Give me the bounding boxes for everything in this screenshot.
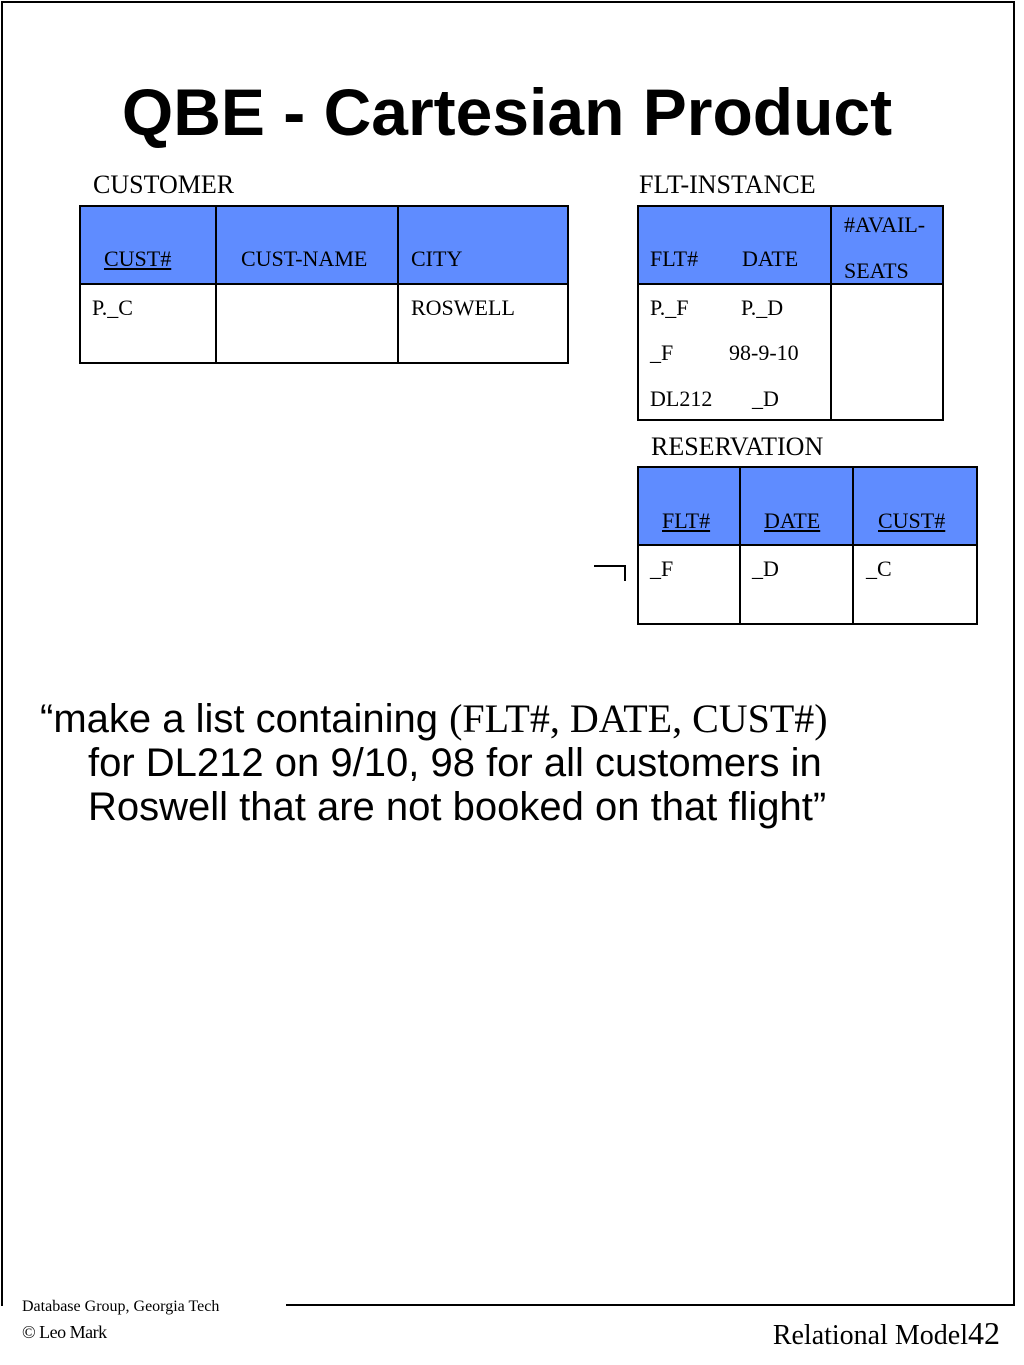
slide-frame-tick — [1, 1290, 3, 1304]
flt-instance-col-border — [637, 205, 639, 421]
customer-cell-custno: P._C — [92, 295, 133, 320]
customer-col-border — [215, 205, 217, 364]
flt-instance-cell: P._F — [650, 295, 689, 320]
flt-instance-top-border — [638, 205, 944, 207]
customer-header-border — [80, 283, 569, 285]
query-description: “make a list containing (FLT#, DATE, CUS… — [40, 696, 1000, 830]
flt-instance-table-name: FLT-INSTANCE — [639, 170, 816, 199]
flt-instance-cell: _F — [650, 340, 674, 365]
flt-instance-header-border — [638, 283, 944, 285]
flt-instance-header-fltno: FLT# — [650, 246, 699, 271]
footer-author: © Leo Mark — [22, 1322, 107, 1342]
reservation-cell-date: _D — [752, 556, 779, 581]
flt-instance-bottom-border — [638, 419, 944, 421]
customer-header-custname: CUST-NAME — [241, 246, 368, 271]
reservation-header-fltno: FLT# — [662, 508, 711, 533]
footer-org: Database Group, Georgia Tech — [22, 1298, 220, 1315]
flt-instance-cell: 98-9-10 — [729, 340, 799, 365]
query-text: “make a list containing — [40, 697, 450, 741]
customer-table-name: CUSTOMER — [93, 170, 235, 199]
flt-instance-header-seats: SEATS — [844, 258, 909, 283]
reservation-bottom-border — [638, 623, 978, 625]
reservation-cell-custno: _C — [866, 556, 892, 581]
customer-col-border — [79, 205, 81, 364]
reservation-col-border — [637, 466, 639, 625]
reservation-header-custno: CUST# — [878, 508, 946, 533]
customer-header-bg — [80, 205, 569, 284]
reservation-col-border — [739, 466, 741, 625]
customer-header-custno: CUST# — [104, 246, 172, 271]
reservation-header-border — [638, 544, 978, 546]
slide-frame-bottom — [286, 1304, 1013, 1306]
flt-instance-cell: _D — [752, 386, 779, 411]
flt-instance-cell: P._D — [741, 295, 784, 320]
reservation-table-name: RESERVATION — [651, 432, 824, 461]
flt-instance-col-border — [830, 205, 832, 421]
reservation-top-border — [638, 466, 978, 468]
reservation-header-date: DATE — [764, 508, 821, 533]
flt-instance-header-date: DATE — [742, 246, 799, 271]
reservation-header-bg — [638, 466, 978, 545]
query-line-1: “make a list containing (FLT#, DATE, CUS… — [40, 696, 1000, 742]
footer-section: Relational Model42 — [773, 1316, 1000, 1353]
customer-cell-city: ROSWELL — [411, 295, 515, 320]
customer-top-border — [80, 205, 569, 207]
reservation-col-border — [852, 466, 854, 625]
slide-frame — [1, 1, 1015, 1306]
customer-header-city: CITY — [411, 246, 463, 271]
flt-instance-header-bg — [638, 205, 944, 284]
customer-bottom-border — [80, 362, 569, 364]
query-line-2: for DL212 on 9/10, 98 for all customers … — [88, 741, 822, 785]
flt-instance-cell: DL212 — [650, 386, 713, 411]
flt-instance-col-border — [942, 205, 944, 421]
page-title: QBE - Cartesian Product — [121, 75, 893, 149]
page-number: 42 — [968, 1315, 1000, 1351]
flt-instance-header-avail: #AVAIL- — [844, 212, 926, 237]
customer-col-border — [397, 205, 399, 364]
reservation-cell-fltno: _F — [650, 556, 674, 581]
query-line-3: Roswell that are not booked on that flig… — [88, 785, 827, 829]
negation-symbol — [594, 565, 626, 581]
footer-section-label: Relational Model — [772, 1320, 968, 1351]
customer-col-border — [567, 205, 569, 364]
reservation-col-border — [976, 466, 978, 625]
query-attributes: (FLT#, DATE, CUST#) — [449, 696, 828, 741]
